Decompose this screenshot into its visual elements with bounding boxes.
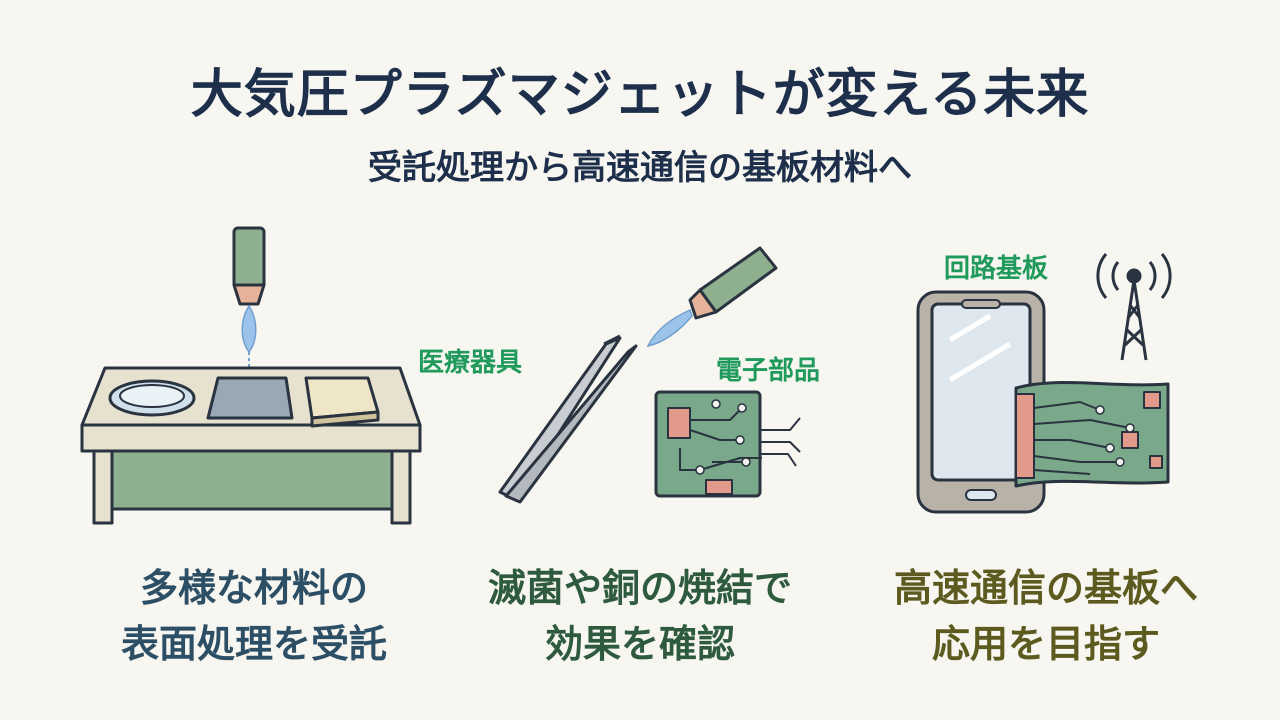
label-circuit-board: 回路基板 bbox=[944, 254, 1049, 284]
flexible-circuit-board bbox=[1014, 381, 1170, 488]
antenna-tower-icon bbox=[1096, 253, 1172, 361]
caption-2-line1: 滅菌や銅の焼結で bbox=[487, 566, 792, 610]
label-electronic-parts: 電子部品 bbox=[716, 356, 821, 386]
caption-1-line2: 表面処理を受託 bbox=[120, 622, 387, 666]
plasma-nozzle-1 bbox=[232, 226, 266, 306]
label-medical-instruments: 医療器具 bbox=[418, 348, 523, 378]
plasma-nozzle-2 bbox=[688, 246, 778, 320]
caption-sterilization: 滅菌や銅の焼結で 効果を確認 bbox=[450, 560, 830, 672]
page-title: 大気圧プラズマジェットが変える未来 bbox=[190, 65, 1090, 125]
plasma-flame-2 bbox=[646, 308, 693, 348]
caption-surface-treatment: 多様な材料の 表面処理を受託 bbox=[64, 560, 444, 672]
plasma-flame-1 bbox=[241, 304, 257, 354]
smartphone-icon bbox=[916, 290, 1046, 514]
page-subtitle: 受託処理から高速通信の基板材料へ bbox=[368, 148, 912, 188]
sample-glass-plate bbox=[206, 376, 294, 420]
caption-2-line2: 効果を確認 bbox=[544, 622, 735, 666]
caption-3-line2: 応用を目指す bbox=[931, 622, 1160, 666]
sample-block bbox=[304, 376, 380, 428]
caption-1-line1: 多様な材料の bbox=[139, 566, 368, 610]
electronic-board bbox=[654, 390, 801, 498]
sample-dish bbox=[108, 379, 196, 417]
caption-3-line1: 高速通信の基板へ bbox=[893, 566, 1198, 610]
tweezers-icon bbox=[498, 334, 638, 504]
caption-high-speed-board: 高速通信の基板へ 応用を目指す bbox=[856, 560, 1236, 672]
